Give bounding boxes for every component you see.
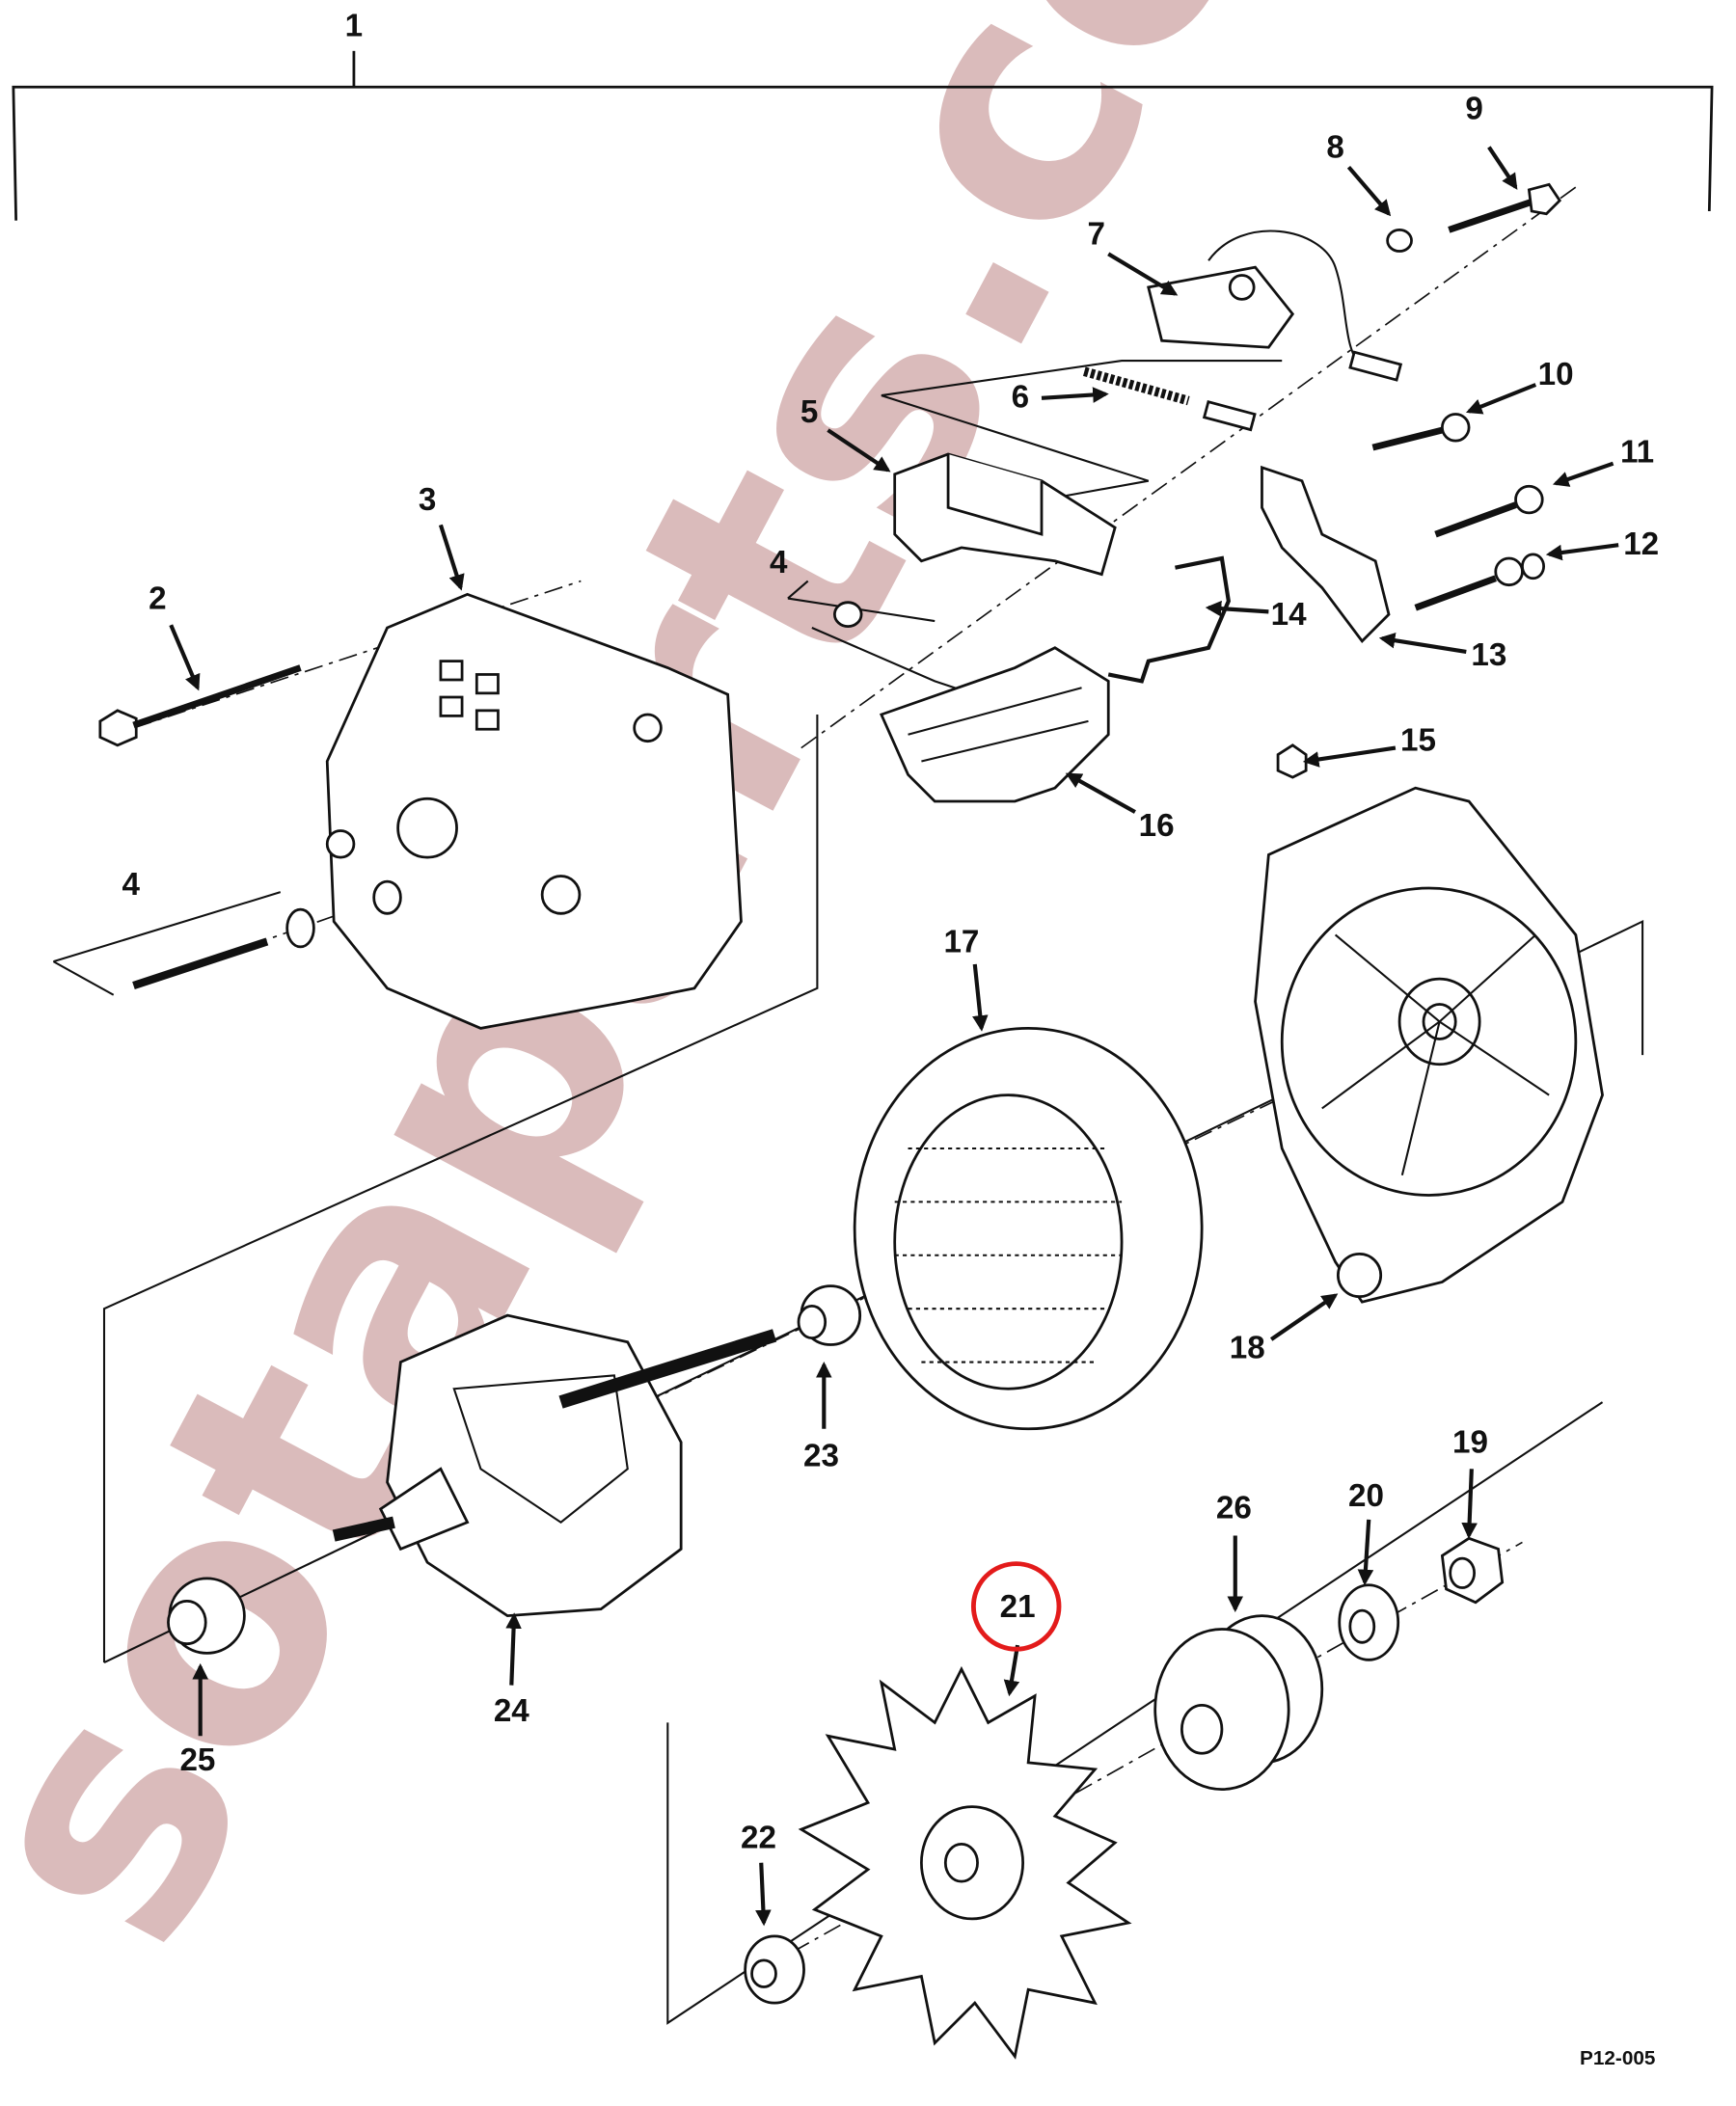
callout-14: 14 [1271,597,1307,633]
callout-7: 7 [1088,217,1105,253]
part-brush-holder [1147,230,1403,382]
part-drive-end-housing [1254,786,1604,1304]
part-spacer-22 [744,1934,805,2005]
callout-26: 26 [1216,1491,1252,1526]
part-stator [853,1027,1204,1431]
callout-24: 24 [494,1693,529,1729]
callout-18: 18 [1230,1330,1265,1365]
part-nut-top [787,580,936,628]
callout-6: 6 [1012,380,1029,416]
callout-12: 12 [1623,526,1659,562]
callout-9: 9 [1465,91,1482,126]
part-bearing-spacer [797,1284,862,1346]
part-spring [1082,366,1257,432]
callout-17: 17 [943,924,979,959]
callout-19: 19 [1452,1425,1488,1461]
callout-20: 20 [1348,1478,1384,1514]
part-rotor [332,1313,777,1618]
assembly-bracket [12,50,1714,221]
part-nut-15 [1276,743,1308,779]
part-washer-20 [1338,1583,1400,1661]
part-through-bolt [98,664,302,747]
callout-5: 5 [800,394,818,430]
part-regulator [893,452,1117,577]
callout-8: 8 [1326,130,1343,166]
callout-10: 10 [1538,357,1574,392]
callout-3: 3 [419,482,436,518]
part-bearing-25 [167,1577,246,1655]
callout-25: 25 [179,1742,215,1778]
part-screws-right [1371,182,1562,611]
callout-21: 21 [1000,1589,1036,1625]
part-fan [798,1665,1132,2060]
callout-23: 23 [803,1439,839,1474]
callout-4-top: 4 [770,545,788,580]
leader-arrows [169,146,1619,1927]
callout-1: 1 [345,9,363,44]
part-pulley [1153,1614,1324,1792]
part-rectifier [879,646,1110,803]
callout-2: 2 [149,581,166,617]
part-bolt-washer-left [52,879,402,996]
callout-11: 11 [1620,434,1654,470]
callout-16: 16 [1139,808,1175,844]
part-rear-housing [325,592,743,1030]
callout-4-left: 4 [122,867,140,903]
part-nut-19 [1440,1536,1505,1605]
callout-22: 22 [741,1821,776,1856]
part-terminal-strap [1107,465,1391,684]
callout-13: 13 [1471,637,1506,673]
highlight-circle [970,1561,1062,1652]
figure-code: P12-005 [1580,2047,1655,2069]
callout-15: 15 [1400,722,1436,758]
